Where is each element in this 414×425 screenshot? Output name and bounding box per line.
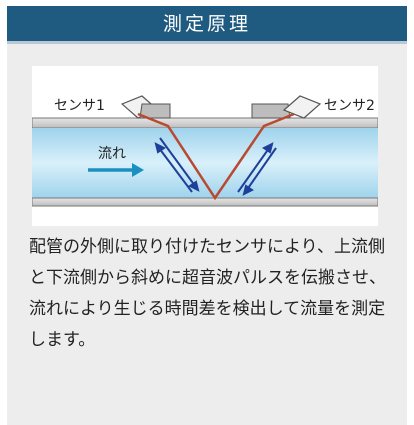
sensor-2-icon	[282, 95, 322, 119]
section-header: 測定原理	[7, 6, 407, 44]
flow-label: 流れ	[98, 146, 126, 162]
arrow-head-icon	[188, 180, 200, 192]
sensor-2-label: センサ2	[324, 98, 375, 114]
pipe-top-wall	[32, 117, 378, 129]
measurement-diagram: センサ1 センサ2 流れ	[32, 66, 378, 226]
pipe	[32, 117, 378, 207]
sensor-1-label: センサ1	[54, 98, 105, 114]
wave-arrow-up-2	[237, 143, 273, 193]
diagram-svg: センサ1 センサ2 流れ	[32, 95, 378, 207]
upstream-wave-arrows	[154, 137, 200, 193]
flow-arrow-icon	[132, 163, 144, 177]
principle-description: 配管の外側に取り付けたセンサにより、上流側と下流側から斜めに超音波パルスを伝搬さ…	[29, 237, 386, 350]
section-title: 測定原理	[162, 13, 251, 35]
arrow-head-icon	[242, 184, 254, 196]
principle-panel: 測定原理	[7, 6, 407, 425]
arrow-head-icon	[262, 142, 274, 154]
pipe-bottom-wall	[32, 197, 378, 207]
downstream-wave-arrows	[237, 142, 277, 196]
wave-arrow-down-2	[243, 147, 277, 195]
sensor-2	[251, 95, 322, 119]
wave-arrow-up-1	[155, 143, 193, 193]
pipe-water	[32, 128, 378, 198]
arrow-head-icon	[154, 142, 166, 154]
sensor-2-block	[251, 103, 291, 119]
ultrasonic-path	[137, 112, 295, 201]
flow-direction-arrow	[88, 163, 144, 177]
wave-arrow-down-1	[159, 137, 199, 191]
sensor-1	[120, 95, 171, 119]
sensor-1-block	[139, 103, 171, 119]
